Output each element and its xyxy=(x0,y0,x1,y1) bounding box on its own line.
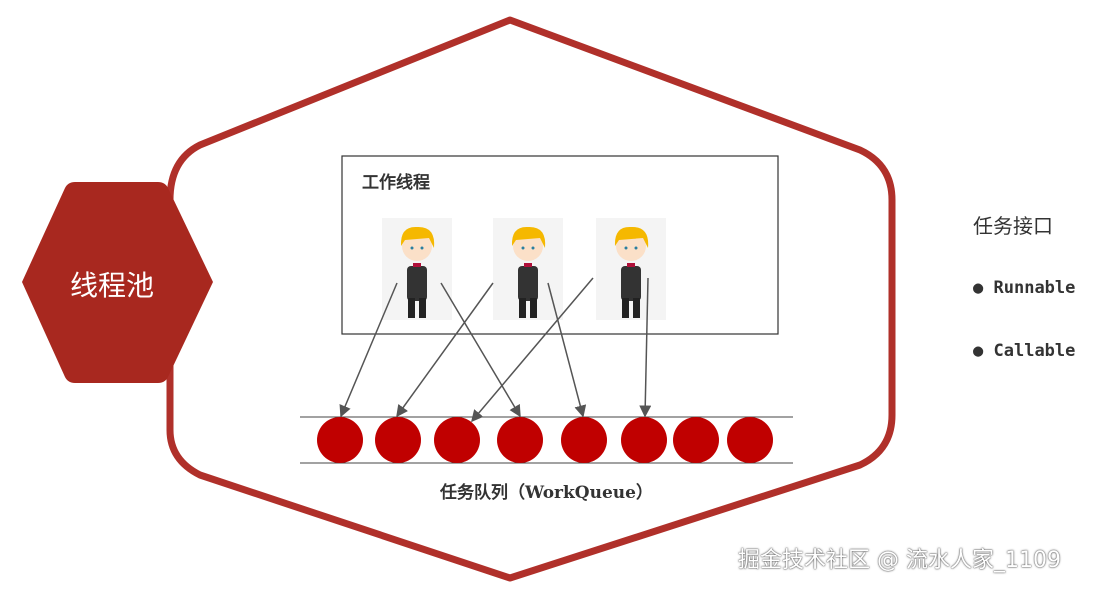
assign-arrow xyxy=(547,282,587,418)
interfaces-title: 任务接口 xyxy=(973,214,1053,238)
task-item xyxy=(434,417,480,463)
queue-label: 任务队列（WorkQueue） xyxy=(440,483,653,503)
task-item xyxy=(375,417,421,463)
worker-figure xyxy=(596,218,666,320)
assign-arrow xyxy=(396,282,494,418)
assign-arrow xyxy=(440,282,521,418)
pool-hexagon xyxy=(22,182,213,383)
task-item xyxy=(561,417,607,463)
assign-arrow xyxy=(471,277,594,423)
bullet-icon: ● xyxy=(973,278,984,298)
worker-title: 工作线程 xyxy=(362,173,430,193)
worker-box xyxy=(341,155,779,335)
interface-callable: ● Callable xyxy=(973,341,1076,361)
worker-figure xyxy=(382,218,452,320)
task-item xyxy=(497,417,543,463)
worker-figure xyxy=(493,218,563,320)
task-item xyxy=(727,417,773,463)
task-item xyxy=(621,417,667,463)
interface-runnable: ● Runnable xyxy=(973,278,1076,298)
task-item xyxy=(317,417,363,463)
bullet-icon: ● xyxy=(973,341,984,361)
pool-boundary xyxy=(166,16,896,582)
task-item xyxy=(673,417,719,463)
assign-arrow xyxy=(639,277,652,418)
pool-label: 线程池 xyxy=(70,269,155,302)
watermark: 掘金技术社区 @ 流水人家_1109 xyxy=(738,548,1061,573)
assign-arrow xyxy=(339,282,398,418)
